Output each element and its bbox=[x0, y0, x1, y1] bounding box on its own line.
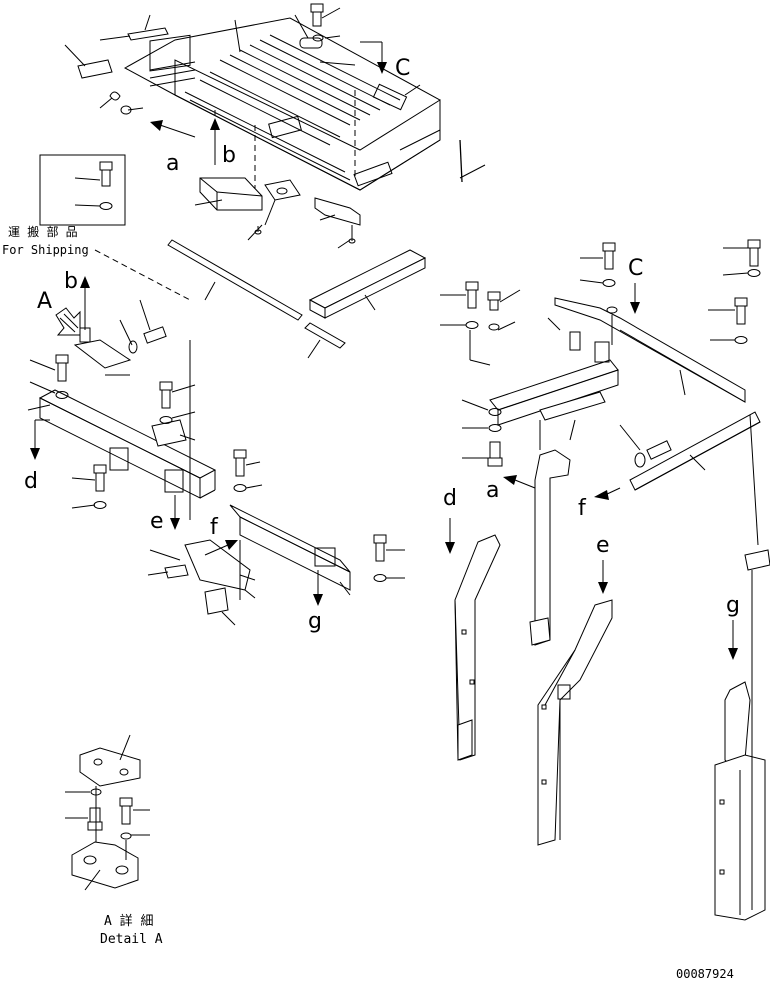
drawing-number: 00087924 bbox=[676, 967, 734, 981]
label-f-left: f bbox=[210, 515, 219, 540]
bolt-group-right bbox=[465, 239, 761, 468]
label-d-right: d bbox=[443, 486, 457, 511]
label-a-right: a bbox=[486, 478, 499, 503]
label-e-right: e bbox=[596, 533, 610, 558]
floor-plate-assembly: a b C bbox=[64, 3, 486, 249]
stays-and-blocks bbox=[167, 239, 427, 359]
label-b-mid: b bbox=[64, 269, 78, 294]
detail-a: A 詳 細 Detail A bbox=[65, 734, 163, 947]
label-C-right: C bbox=[628, 256, 643, 281]
label-b-top: b bbox=[222, 143, 236, 168]
label-g-right: g bbox=[726, 593, 740, 618]
shipping-jp-text: 運 搬 部 品 bbox=[8, 224, 78, 239]
right-frame-assembly: C a f bbox=[440, 239, 761, 546]
label-a-top: a bbox=[166, 151, 179, 176]
detail-a-jp-text: A 詳 細 bbox=[104, 913, 153, 929]
shipping-en-text: For Shipping bbox=[2, 243, 89, 257]
label-e-left: e bbox=[150, 509, 164, 534]
detail-a-en-text: Detail A bbox=[100, 932, 163, 947]
label-g-left: g bbox=[308, 609, 322, 634]
left-frame-assembly: A b d e f g bbox=[24, 269, 405, 634]
label-A-arrow: A bbox=[37, 289, 52, 314]
label-c-top: C bbox=[395, 56, 410, 81]
vertical-posts: d e g bbox=[443, 449, 770, 921]
label-d-left: d bbox=[24, 469, 38, 494]
shipping-parts-box: 運 搬 部 品 For Shipping bbox=[2, 154, 191, 301]
label-f-right: f bbox=[578, 496, 587, 521]
